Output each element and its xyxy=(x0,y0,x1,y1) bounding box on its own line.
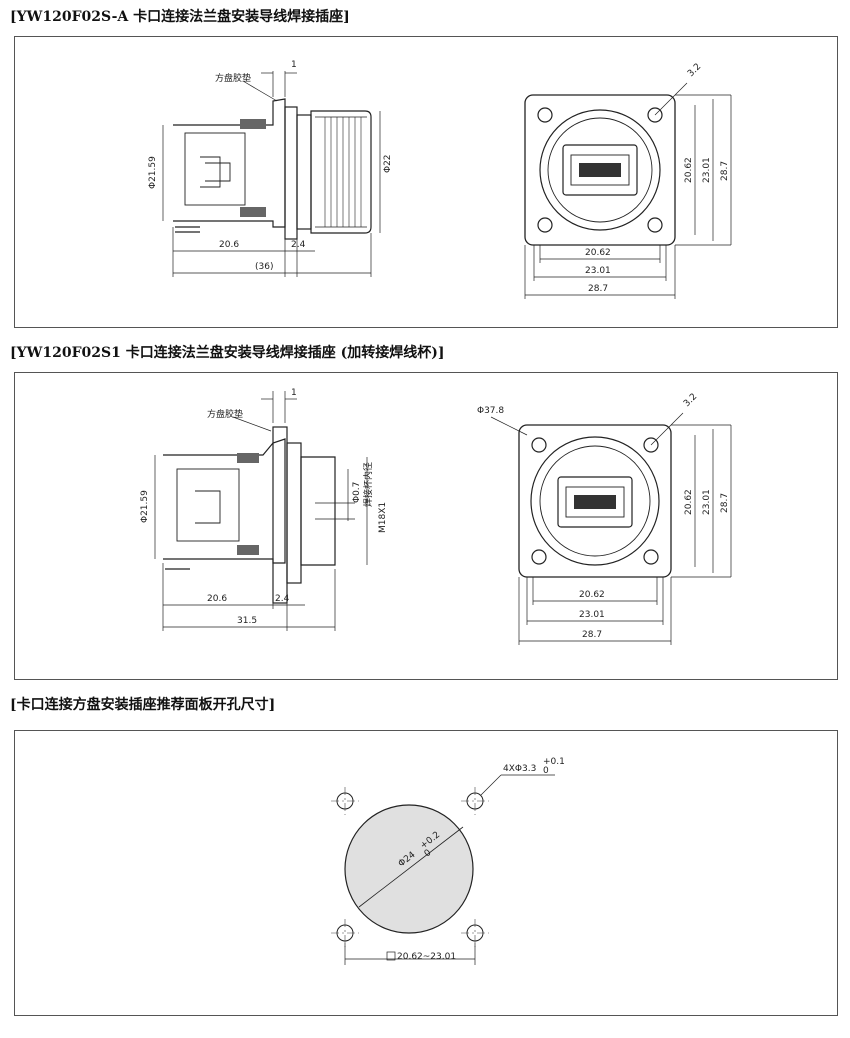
len-total-label: (36) xyxy=(255,262,273,272)
pin-note-label: 焊接杯内径 xyxy=(362,462,374,507)
dim-mid-v: 23.01 xyxy=(702,157,712,183)
usb-contacts xyxy=(579,163,621,177)
drawing-panel-3: 4XΦ3.3 +0.1 0 Φ24 +0.2 0 20.62~23.01 xyxy=(14,730,838,1016)
usb-shell xyxy=(562,144,638,196)
side-dims-2 xyxy=(154,391,368,631)
drawing-1: 方盘胶垫 1 Φ21.59 Φ22 20.6 2.4 (36) 3.2 20.6… xyxy=(148,60,732,299)
thickness-label: 1 xyxy=(291,388,297,398)
square-flange xyxy=(524,94,676,246)
side-view-1 xyxy=(173,98,372,240)
gasket-callout: 方盘胶垫 xyxy=(207,408,243,420)
square-flange xyxy=(518,424,672,578)
usb-shell xyxy=(557,476,633,528)
drawing-panel-1: 方盘胶垫 1 Φ21.59 Φ22 20.6 2.4 (36) 3.2 20.6… xyxy=(14,36,838,328)
len-a-label: 20.6 xyxy=(219,240,239,250)
diameter-label: Φ37.8 xyxy=(477,406,504,416)
flange-plate xyxy=(284,106,298,240)
drawing-3: 4XΦ3.3 +0.1 0 Φ24 +0.2 0 20.62~23.01 xyxy=(331,757,565,965)
dia-pin-label: Φ0.7 xyxy=(352,482,362,503)
len-total-label: 31.5 xyxy=(237,616,257,626)
mount-hole-br xyxy=(643,549,659,565)
flange-step xyxy=(286,442,302,584)
dia-left-label: Φ21.59 xyxy=(148,156,158,189)
dim-inner-h: 20.62 xyxy=(579,590,605,600)
thread-label: M18X1 xyxy=(378,502,388,533)
gasket-callout: 方盘胶垫 xyxy=(215,72,251,84)
dim-outer-h: 28.7 xyxy=(582,630,602,640)
dim-mid-h: 23.01 xyxy=(585,266,611,276)
front-view-1 xyxy=(524,94,676,246)
seal-top xyxy=(240,119,266,129)
hole-label: 3.2 xyxy=(686,62,703,79)
mount-hole-tl xyxy=(537,107,553,123)
mount-hole-tr xyxy=(647,107,663,123)
dim-outer-v: 28.7 xyxy=(720,161,730,181)
mount-hole-tl xyxy=(531,437,547,453)
mount-hole-tr xyxy=(643,437,659,453)
dia-left-label: Φ21.59 xyxy=(140,490,150,523)
dim-mid-h: 23.01 xyxy=(579,610,605,620)
holes-tol-label: +0.1 xyxy=(543,757,565,767)
seal-top xyxy=(237,453,259,463)
drawing-panel-2: 方盘胶垫 1 Φ21.59 Φ0.7 焊接杯内径 M18X1 20.6 2.4 … xyxy=(14,372,838,680)
mount-hole-bl xyxy=(537,217,553,233)
seal-bottom xyxy=(240,207,266,217)
front-view-2 xyxy=(518,424,672,578)
section-title-2: [YW120F02S1 卡口连接法兰盘安装导线焊接插座 (加转接焊线杯)] xyxy=(10,345,445,361)
centerlines xyxy=(331,787,489,947)
front-dims-1 xyxy=(524,82,732,299)
insulator xyxy=(176,468,240,542)
len-b-label: 2.4 xyxy=(291,240,306,250)
mount-hole-bl xyxy=(531,549,547,565)
adapter-body xyxy=(300,456,336,566)
dim-inner-v: 20.62 xyxy=(684,489,694,515)
dim-inner-v: 20.62 xyxy=(684,157,694,183)
mount-hole-br xyxy=(647,217,663,233)
section-title-3: [卡口连接方盘安装插座推荐面板开孔尺寸] xyxy=(10,697,276,713)
rear-body-outline xyxy=(163,438,286,564)
thickness-label: 1 xyxy=(291,60,297,70)
square-range-label: 20.62~23.01 xyxy=(397,952,456,962)
drawing-2: 方盘胶垫 1 Φ21.59 Φ0.7 焊接杯内径 M18X1 20.6 2.4 … xyxy=(140,388,732,645)
outer-ring xyxy=(539,109,661,231)
coupling-nut xyxy=(310,110,372,234)
section-title-1: [YW120F02S-A 卡口连接法兰盘安装导线焊接插座] xyxy=(10,9,350,25)
dim-outer-v: 28.7 xyxy=(720,493,730,513)
usb-contacts xyxy=(574,495,616,509)
circle-tol-low-label: 0 xyxy=(423,848,434,860)
len-b-label: 2.4 xyxy=(275,594,290,604)
cutout-drawing xyxy=(331,774,555,965)
holes-label: 4XΦ3.3 xyxy=(503,764,536,774)
hole-label: 3.2 xyxy=(682,392,699,409)
seal-bottom xyxy=(237,545,259,555)
outer-ring xyxy=(530,436,660,566)
diameter-leader xyxy=(358,826,464,908)
dim-inner-h: 20.62 xyxy=(585,248,611,258)
side-view-2 xyxy=(163,426,355,604)
square-symbol xyxy=(386,951,396,961)
insulator xyxy=(184,132,246,206)
dim-mid-v: 23.01 xyxy=(702,489,712,515)
holes-tol-low-label: 0 xyxy=(543,766,549,776)
flange-step xyxy=(296,114,312,230)
dim-outer-h: 28.7 xyxy=(588,284,608,294)
dia-right-label: Φ22 xyxy=(383,154,393,173)
len-a-label: 20.6 xyxy=(207,594,227,604)
front-dims-2 xyxy=(490,412,732,645)
side-dims-1 xyxy=(162,71,381,277)
